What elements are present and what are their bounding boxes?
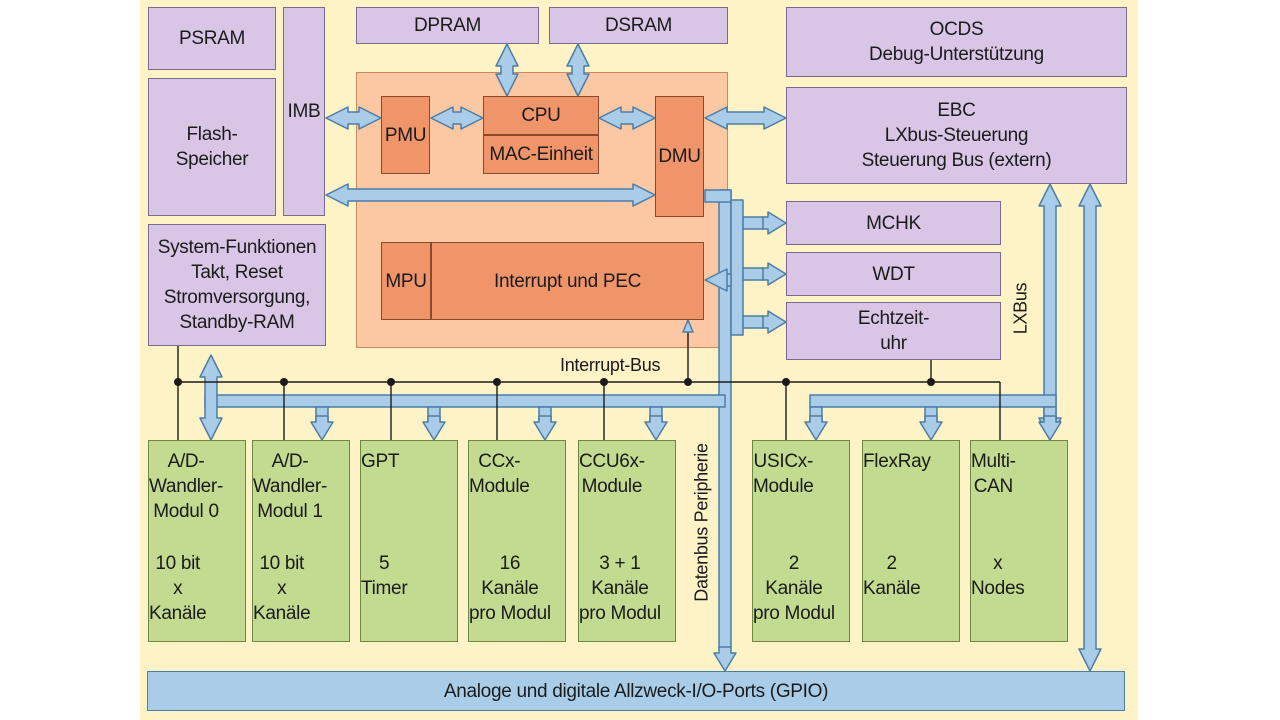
module-detail: 16 Kanäle pro Modul <box>469 553 551 624</box>
left-bus-drop-head-0 <box>310 415 334 441</box>
dmu-ebc-arrow <box>704 106 787 130</box>
module-detail: 10 bit x Kanäle <box>253 553 311 624</box>
flash-memory-block: Flash- Speicher <box>148 78 276 216</box>
mpu-block: MPU <box>381 242 431 320</box>
gpio-bar: Analoge und digitale Allzweck-I/O-Ports … <box>147 671 1125 711</box>
module-detail: 2 Kanäle pro Modul <box>753 553 835 624</box>
peripheral-module-0: A/D- Wandler- Modul 0 10 bit x Kanäle <box>148 440 246 642</box>
module-title: FlexRay <box>863 451 931 472</box>
module-detail: 5 Timer <box>361 553 408 599</box>
right-feed-vertical <box>730 199 744 336</box>
imb-dmu-arrow <box>325 183 656 207</box>
left-peripheral-bus <box>204 394 726 408</box>
datenbus-trunk <box>718 189 732 649</box>
module-title: CCU6x- Module <box>579 451 645 497</box>
interrupt-bus-head <box>682 319 694 333</box>
imb-pmu-arrow <box>325 106 382 130</box>
dsram-cpu-arrow <box>566 43 590 97</box>
cpu-dmu-arrow <box>598 106 656 130</box>
datenbus-gpio-head <box>713 646 737 672</box>
peripheral-module-1: A/D- Wandler- Modul 1 10 bit x Kanäle <box>252 440 350 642</box>
dmu-block: DMU <box>655 96 704 217</box>
interrupt-bus-label: Interrupt-Bus <box>560 355 661 375</box>
module-title: CCx- Module <box>469 451 530 497</box>
lxbus-gpio-arrow <box>1078 183 1102 672</box>
peripheral-module-2: GPT 5 Timer <box>360 440 458 642</box>
module-detail: 2 Kanäle <box>863 553 921 599</box>
rtc-feed-head <box>761 310 787 334</box>
module-detail: 10 bit x Kanäle <box>149 553 207 624</box>
wdt-block: WDT <box>786 252 1001 296</box>
datenbus-peripherie-label: Datenbus Peripherie <box>691 443 712 602</box>
left-bus-drop-head-2 <box>533 415 557 441</box>
left-bus-drop-head-3 <box>644 415 668 441</box>
dsram-block: DSRAM <box>549 7 728 44</box>
module-title: Multi- CAN <box>971 451 1016 497</box>
right-bus-drop-head-1 <box>919 415 943 441</box>
left-bus-drop-head-1 <box>422 415 446 441</box>
module-detail: x Nodes <box>971 553 1025 599</box>
mchk-feed <box>742 216 764 230</box>
module-title: GPT <box>361 451 400 472</box>
lxbus-label: LXBus <box>1010 282 1031 335</box>
dmu-datenbus-branch <box>704 189 732 203</box>
peripheral-module-4: CCU6x- Module 3 + 1 Kanäle pro Modul <box>578 440 676 642</box>
rtc-block: Echtzeit- uhr <box>786 302 1001 360</box>
imb-block: IMB <box>283 7 325 216</box>
pmu-cpu-arrow <box>430 106 484 130</box>
peripheral-module-6: FlexRay 2 Kanäle <box>862 440 960 642</box>
wdt-feed <box>742 267 764 281</box>
right-bus-drop-head-2 <box>1038 415 1062 441</box>
ebc-block: EBC LXbus-Steuerung Steuerung Bus (exter… <box>786 87 1127 184</box>
peripheral-module-5: USICx- Module 2 Kanäle pro Modul <box>752 440 850 642</box>
peripheral-module-7: Multi- CAN x Nodes <box>970 440 1068 642</box>
wdt-feed-head <box>761 262 787 286</box>
peripheral-module-3: CCx- Module 16 Kanäle pro Modul <box>468 440 566 642</box>
module-detail: 3 + 1 Kanäle pro Modul <box>579 553 661 624</box>
psram-block: PSRAM <box>148 7 276 70</box>
dpram-cpu-arrow <box>495 43 519 97</box>
dpram-block: DPRAM <box>356 7 539 44</box>
interrupt-pec-block: Interrupt und PEC <box>431 242 704 320</box>
cpu-block: CPU <box>483 96 599 135</box>
pec-feed-head <box>704 268 728 292</box>
pmu-block: PMU <box>381 96 430 174</box>
mchk-block: MCHK <box>786 201 1001 245</box>
mchk-feed-head <box>761 211 787 235</box>
module-title: A/D- Wandler- Modul 0 <box>149 451 223 522</box>
module-title: A/D- Wandler- Modul 1 <box>253 451 327 522</box>
rtc-feed <box>742 315 764 329</box>
system-functions-block: System-Funktionen Takt, Reset Stromverso… <box>148 224 326 346</box>
module-title: USICx- Module <box>753 451 814 497</box>
right-peripheral-bus <box>809 394 1057 408</box>
right-bus-drop-head-0 <box>804 415 828 441</box>
ocds-block: OCDS Debug-Unterstützung <box>786 7 1127 77</box>
mac-unit-block: MAC-Einheit <box>483 135 599 174</box>
